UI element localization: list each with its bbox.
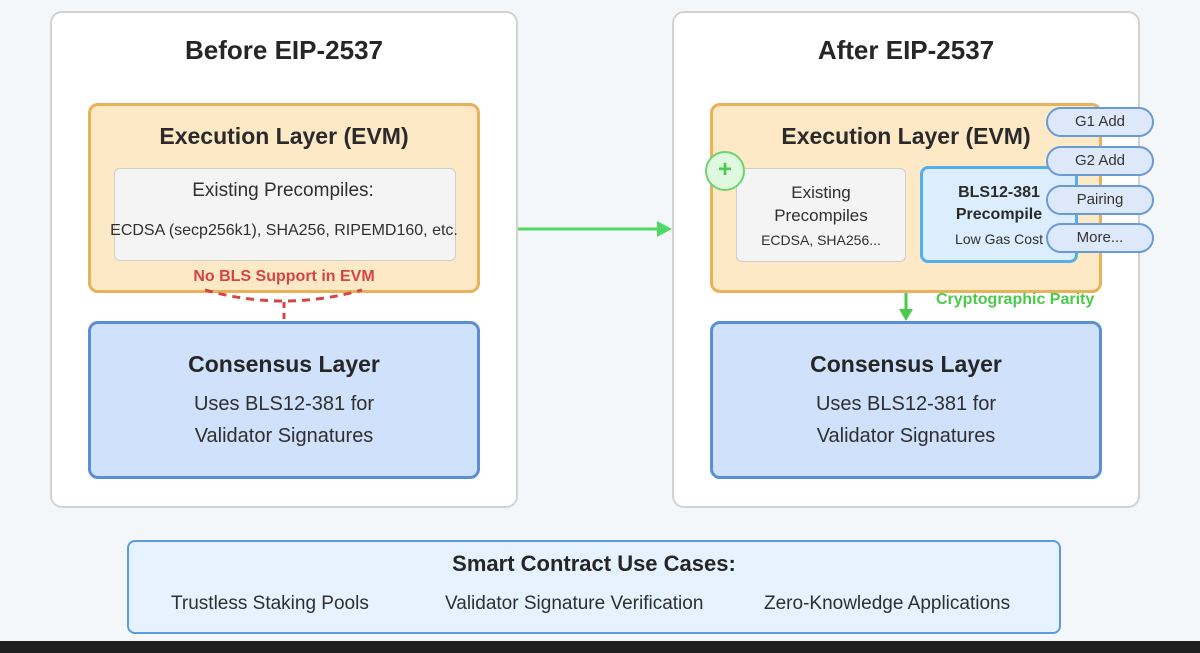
after-consensus-line2: Validator Signatures [816, 425, 996, 447]
no-bls-support-label: No BLS Support in EVM [193, 268, 375, 285]
op-pill-more: More... [1046, 223, 1154, 253]
before-precompiles-box [114, 168, 456, 261]
plus-icon-glyph: + [717, 156, 732, 183]
after-precompiles-box: Existing Precompiles ECDSA, SHA256... [736, 168, 906, 262]
after-consensus-line1: Uses BLS12-381 for [815, 393, 997, 415]
before-execution-title: Execution Layer (EVM) [159, 123, 409, 149]
transition-arrow-head [657, 221, 672, 237]
before-precompiles-list: ECDSA (secp256k1), SHA256, RIPEMD160, et… [110, 222, 458, 239]
before-consensus-line2: Validator Signatures [194, 425, 374, 447]
after-precompiles-line2: Precompiles [774, 206, 868, 225]
after-title: After EIP-2537 [817, 35, 995, 65]
bls-precompile-box: BLS12-381 Precompile Low Gas Cost [920, 166, 1078, 263]
use-case-item: Trustless Staking Pools [171, 593, 369, 614]
bls-precompile-line1: BLS12-381 [958, 184, 1040, 201]
use-cases-title: Smart Contract Use Cases: [452, 551, 736, 576]
op-pill-g1-add: G1 Add [1046, 107, 1154, 137]
use-cases-box: Smart Contract Use Cases: Trustless Stak… [127, 540, 1061, 634]
bls-precompile-line2: Precompile [955, 206, 1043, 223]
before-title: Before EIP-2537 [185, 35, 383, 65]
after-consensus-title: Consensus Layer [810, 351, 1002, 377]
before-consensus-line1: Uses BLS12-381 for [193, 393, 375, 415]
op-pill-g2-add: G2 Add [1046, 146, 1154, 176]
op-pill-pairing: Pairing [1046, 185, 1154, 215]
before-consensus-title: Consensus Layer [188, 351, 380, 377]
cryptographic-parity-label: Cryptographic Parity [936, 291, 1095, 308]
after-precompiles-list: ECDSA, SHA256... [761, 232, 881, 248]
before-consensus-layer: Consensus Layer Uses BLS12-381 for Valid… [88, 321, 480, 479]
after-execution-layer: Execution Layer (EVM) Existing Precompil… [710, 103, 1102, 293]
after-consensus-layer: Consensus Layer Uses BLS12-381 for Valid… [710, 321, 1102, 479]
plus-icon: + [705, 151, 745, 191]
after-precompiles-line1: Existing [791, 183, 851, 202]
after-execution-title: Execution Layer (EVM) [781, 123, 1031, 149]
use-case-item: Validator Signature Verification [445, 593, 704, 614]
bls-gas-label: Low Gas Cost [955, 231, 1043, 247]
before-precompiles-title: Existing Precompiles: [192, 180, 374, 201]
use-case-item: Zero-Knowledge Applications [764, 593, 1011, 614]
footer-bar [0, 641, 1200, 653]
